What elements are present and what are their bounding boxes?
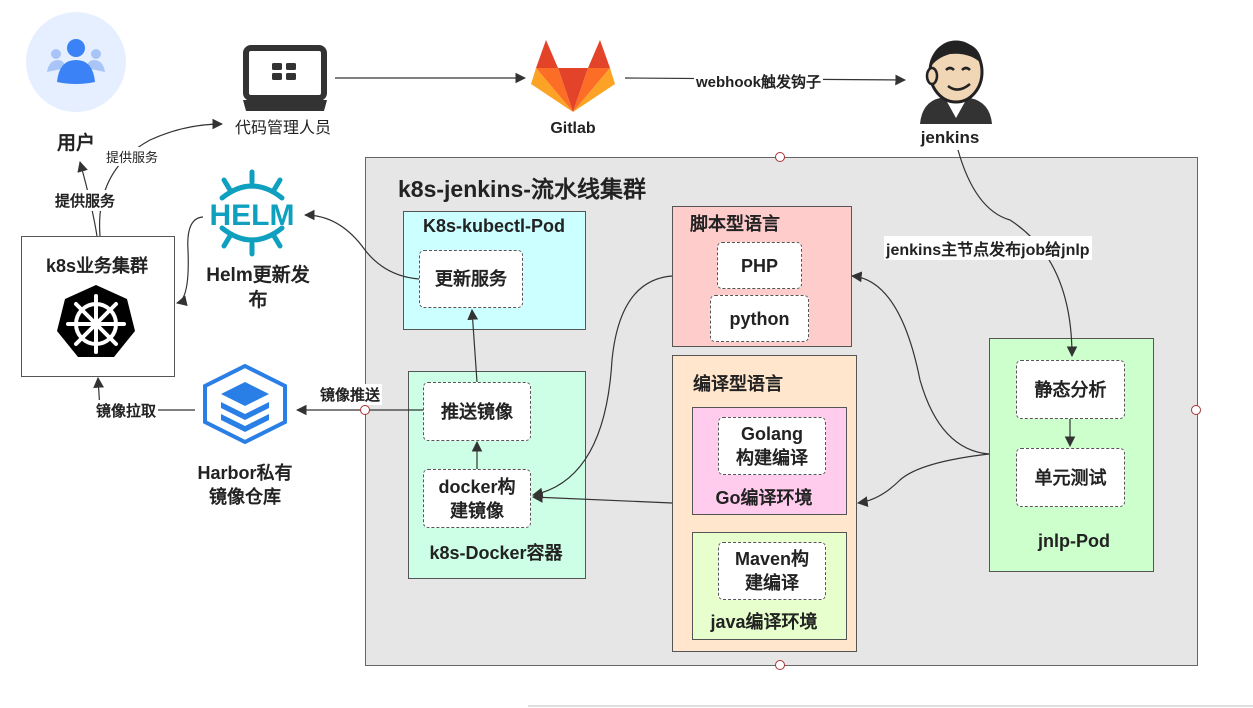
kubernetes-icon [57, 285, 135, 357]
connection-point [775, 152, 785, 162]
docker-container-title: k8s-Docker容器 [429, 543, 563, 563]
gitlab-icon [531, 40, 615, 112]
update-service-node: 更新服务 [419, 250, 523, 308]
helm-icon: HELM [210, 169, 295, 257]
php-node: PHP [717, 242, 802, 289]
gitlab-label: Gitlab [550, 120, 596, 137]
maven-build-node: Maven构 建编译 [718, 542, 826, 600]
script-language-title: 脚本型语言 [690, 214, 780, 234]
users-icon [47, 39, 105, 84]
connection-point [360, 405, 370, 415]
kubectl-pod-title: K8s-kubectl-Pod [422, 216, 566, 236]
harbor-label: Harbor私有 镜像仓库 [197, 463, 293, 507]
go-env-title: Go编译环境 [715, 488, 813, 508]
edge-label-provide-service-2: 提供服务 [53, 190, 118, 211]
laptop-icon [243, 45, 327, 111]
edge-label-provide-service-1: 提供服务 [104, 147, 161, 166]
jenkins-label: jenkins [920, 128, 980, 147]
edge-update-helm [303, 209, 420, 280]
edge-unit-script [850, 271, 990, 455]
push-image-node: 推送镜像 [423, 382, 531, 441]
user-label: 用户 [56, 133, 96, 154]
edge-cluster-admin [98, 118, 224, 237]
edge-label-jenkins-to-jnlp: jenkins主节点发布job给jnlp [884, 236, 1092, 260]
harbor-icon [203, 364, 287, 444]
pipeline-cluster-title: k8s-jenkins-流水线集群 [398, 176, 646, 202]
edge-label-webhook: webhook触发钩子 [694, 71, 824, 92]
edge-jenkins-jnlp [957, 149, 1078, 358]
jnlp-pod-title: jnlp-Pod [1038, 531, 1110, 551]
unit-test-node: 单元测试 [1016, 448, 1125, 507]
edge-push-update [467, 308, 479, 383]
build-image-node: docker构 建镜像 [423, 469, 531, 528]
compiled-language-title: 编译型语言 [693, 374, 783, 394]
code-admin-label: 代码管理人员 [234, 120, 332, 137]
edge-script-build [531, 275, 673, 499]
python-node: python [710, 295, 809, 342]
helm-update-label: Helm更新发 布 [206, 265, 310, 311]
connection-point [1191, 405, 1201, 415]
connection-point [775, 660, 785, 670]
edge-unit-compiled [856, 453, 990, 508]
helm-logo-text: HELM [210, 199, 295, 232]
edge-compiled-build [531, 492, 673, 504]
java-env-title: java编译环境 [710, 612, 818, 632]
static-analysis-node: 静态分析 [1016, 360, 1125, 419]
jenkins-icon [920, 40, 992, 124]
edge-label-image-push: 镜像推送 [318, 384, 383, 405]
edge-helm-cluster [175, 216, 204, 307]
golang-build-node: Golang 构建编译 [718, 417, 826, 475]
k8s-business-cluster-title: k8s业务集群 [45, 256, 149, 276]
edge-label-image-pull: 镜像拉取 [94, 400, 159, 421]
